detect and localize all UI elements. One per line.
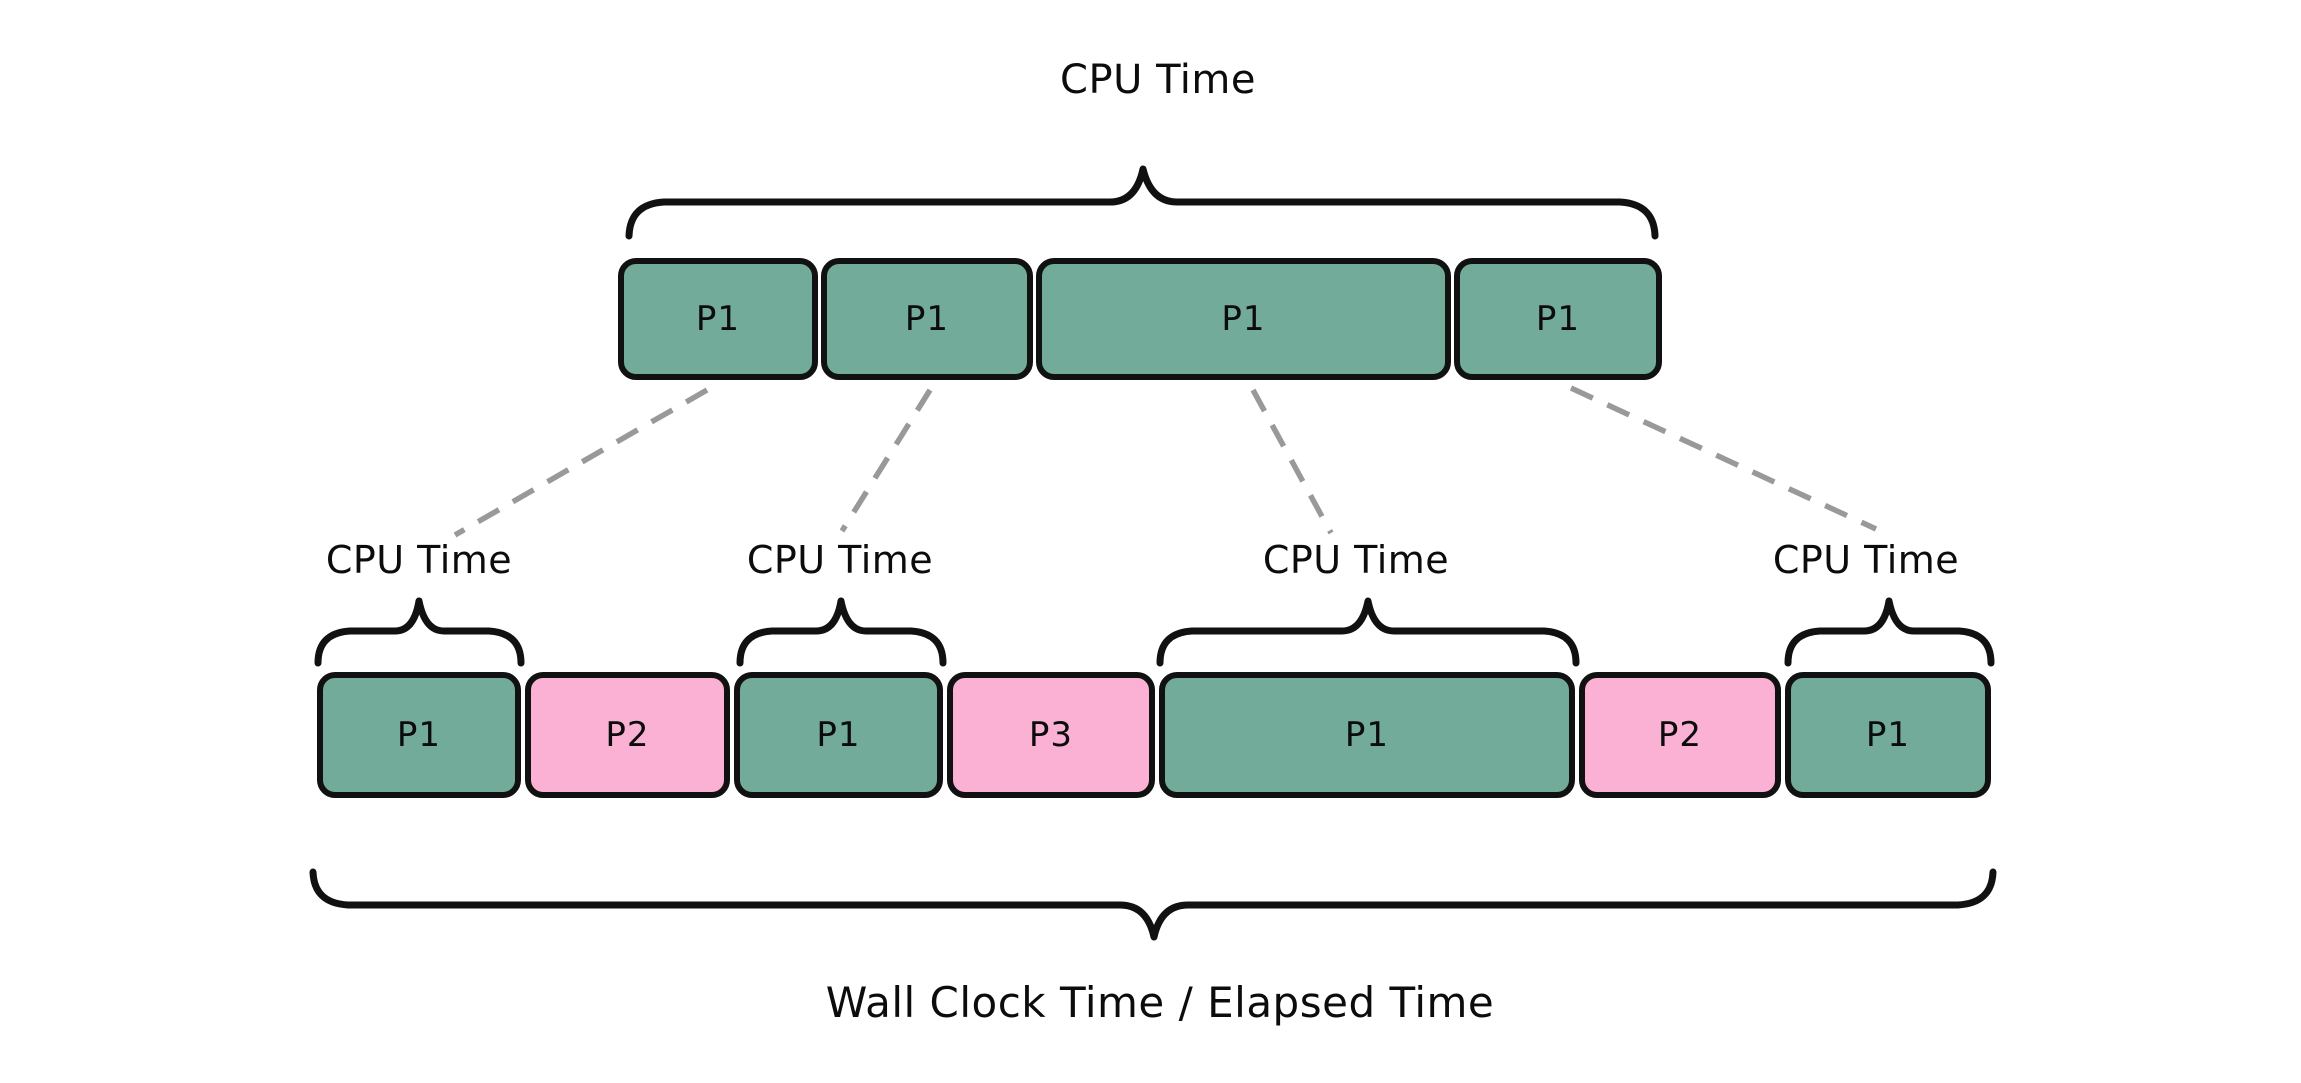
top-block-1: P1 bbox=[618, 258, 818, 380]
wall-clock-brace bbox=[309, 868, 1997, 941]
timeline-segment-6: P2 bbox=[1579, 672, 1781, 798]
top-block-4: P1 bbox=[1454, 258, 1662, 380]
block-label: P1 bbox=[1535, 299, 1581, 339]
cpu-time-brace-2 bbox=[736, 597, 947, 667]
connector-line-3 bbox=[1250, 388, 1334, 535]
connector-line-1 bbox=[453, 387, 709, 538]
timeline-segment-7: P1 bbox=[1785, 672, 1991, 798]
timeline-segment-2: P2 bbox=[525, 672, 730, 798]
cpu-time-label-4: CPU Time bbox=[1772, 538, 1960, 582]
block-label: P1 bbox=[1221, 299, 1266, 339]
cpu-time-brace-1 bbox=[314, 597, 525, 667]
block-label: P2 bbox=[605, 715, 650, 755]
timeline-segment-4: P3 bbox=[947, 672, 1155, 798]
timeline-segment-1: P1 bbox=[317, 672, 521, 798]
wall-clock-label: Wall Clock Time / Elapsed Time bbox=[825, 978, 1495, 1027]
cpu-time-brace-4 bbox=[1784, 597, 1995, 667]
block-label: P3 bbox=[1028, 715, 1074, 755]
timeline-segment-3: P1 bbox=[734, 672, 943, 798]
block-label: P1 bbox=[1344, 715, 1390, 755]
cpu-time-label-top: CPU Time bbox=[1060, 57, 1256, 103]
top-block-2: P1 bbox=[821, 258, 1033, 380]
cpu-time-label-1: CPU Time bbox=[325, 538, 513, 582]
cpu-time-label-3: CPU Time bbox=[1262, 538, 1450, 582]
block-label: P2 bbox=[1657, 715, 1703, 755]
connector-line-4 bbox=[1569, 385, 1878, 532]
cpu-time-brace-3 bbox=[1156, 597, 1580, 667]
top-cpu-time-brace bbox=[625, 165, 1659, 240]
block-label: P1 bbox=[904, 299, 950, 339]
block-label: P1 bbox=[816, 715, 861, 755]
connector-line-2 bbox=[839, 388, 933, 533]
cpu-time-label-2: CPU Time bbox=[746, 538, 934, 582]
top-block-3: P1 bbox=[1036, 258, 1451, 380]
block-label: P1 bbox=[1865, 715, 1911, 755]
timeline-segment-5: P1 bbox=[1159, 672, 1575, 798]
block-label: P1 bbox=[695, 299, 741, 339]
block-label: P1 bbox=[396, 715, 442, 755]
